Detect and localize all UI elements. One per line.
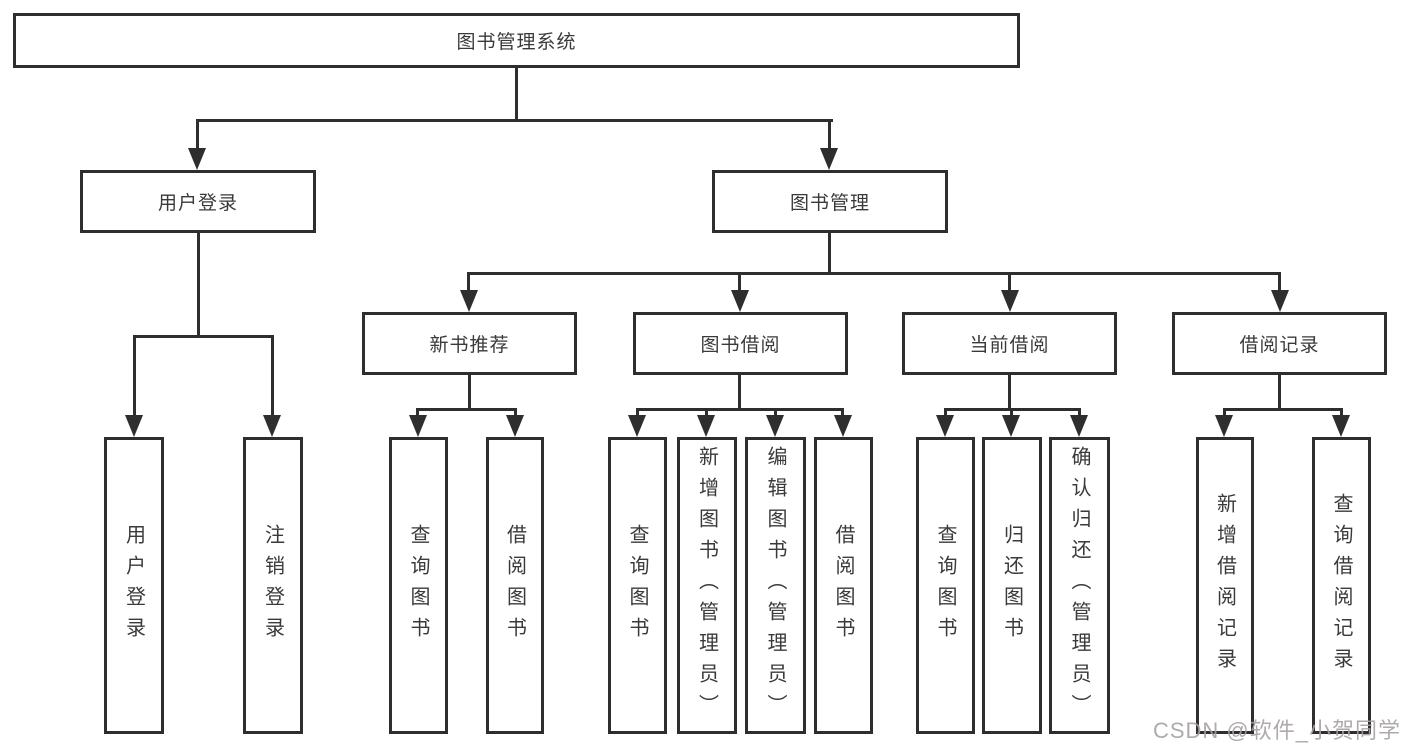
leaf-borrow-book: 借阅图书: [814, 437, 873, 734]
arrow-down-icon: [188, 148, 206, 170]
arrow-down-icon: [731, 290, 749, 312]
connector-line: [416, 408, 517, 411]
connector-line: [1008, 375, 1011, 411]
node-user-login: 用户登录: [80, 170, 316, 233]
connector-line: [828, 119, 831, 150]
connector-line: [828, 233, 831, 275]
arrow-down-icon: [936, 415, 954, 437]
connector-line: [467, 272, 1281, 275]
connector-line: [416, 408, 419, 418]
leaf-add-book-admin: 新增图书（管理员）: [677, 437, 737, 734]
leaf-add-borrow-record: 新增借阅记录: [1196, 437, 1254, 734]
leaf-user-login-label: 用户登录: [122, 523, 145, 648]
leaf-add-book-admin-label: 新增图书（管理员）: [695, 446, 718, 725]
connector-line: [1278, 272, 1281, 292]
connector-line: [1223, 408, 1226, 418]
connector-line: [738, 375, 741, 411]
leaf-borrow-book-label: 借阅图书: [832, 523, 854, 648]
leaf-add-borrow-record-label: 新增借阅记录: [1213, 492, 1236, 679]
leaf-logout-label: 注销登录: [261, 523, 284, 648]
connector-line: [196, 119, 199, 150]
connector-line: [1010, 408, 1013, 418]
connector-line: [774, 408, 777, 418]
connector-line: [944, 408, 947, 418]
leaf-edit-book-admin: 编辑图书（管理员）: [745, 437, 806, 734]
leaf-current-query-book: 查询图书: [916, 437, 975, 734]
connector-line: [133, 335, 274, 338]
arrow-down-icon: [820, 148, 838, 170]
arrow-down-icon: [628, 415, 646, 437]
connector-line: [514, 408, 517, 418]
leaf-recommend-borrow-book: 借阅图书: [486, 437, 544, 734]
leaf-recommend-query-book-label: 查询图书: [407, 523, 429, 648]
leaf-recommend-borrow-book-label: 借阅图书: [503, 523, 526, 648]
csdn-watermark: CSDN @软件_小贺同学: [1152, 718, 1401, 743]
node-new-book-recommend: 新书推荐: [362, 312, 577, 375]
arrow-down-icon: [125, 415, 143, 437]
leaf-logout: 注销登录: [243, 437, 303, 734]
arrow-down-icon: [506, 415, 524, 437]
node-book-management: 图书管理: [712, 170, 948, 233]
arrow-down-icon: [409, 415, 427, 437]
connector-line: [636, 408, 639, 418]
connector-line: [841, 408, 844, 418]
connector-line: [468, 375, 471, 411]
arrow-down-icon: [766, 415, 784, 437]
node-book-borrow: 图书借阅: [633, 312, 848, 375]
leaf-current-query-book-label: 查询图书: [934, 523, 956, 648]
connector-line: [1340, 408, 1343, 418]
connector-line: [1223, 408, 1343, 411]
leaf-confirm-return-admin-label: 确认归还（管理员）: [1068, 446, 1090, 725]
arrow-down-icon: [834, 415, 852, 437]
leaf-edit-book-admin-label: 编辑图书（管理员）: [764, 446, 786, 725]
connector-line: [1008, 272, 1011, 292]
node-current-borrow: 当前借阅: [902, 312, 1117, 375]
arrow-down-icon: [697, 415, 715, 437]
leaf-borrow-query-book-label: 查询图书: [626, 523, 648, 648]
leaf-recommend-query-book: 查询图书: [389, 437, 448, 734]
leaf-borrow-query-book: 查询图书: [608, 437, 667, 734]
connector-line: [705, 408, 708, 418]
arrow-down-icon: [1332, 415, 1350, 437]
arrow-down-icon: [1001, 290, 1019, 312]
connector-line: [636, 408, 844, 411]
connector-line: [467, 272, 470, 292]
connector-line: [271, 335, 274, 417]
connector-line: [197, 233, 200, 337]
arrow-down-icon: [263, 415, 281, 437]
connector-line: [738, 272, 741, 292]
arrow-down-icon: [1215, 415, 1233, 437]
leaf-user-login: 用户登录: [104, 437, 164, 734]
leaf-query-borrow-record-label: 查询借阅记录: [1330, 492, 1352, 679]
leaf-return-book-label: 归还图书: [1000, 523, 1023, 648]
leaf-confirm-return-admin: 确认归还（管理员）: [1049, 437, 1110, 734]
connector-line: [133, 335, 136, 417]
node-borrow-record: 借阅记录: [1172, 312, 1387, 375]
arrow-down-icon: [1070, 415, 1088, 437]
leaf-query-borrow-record: 查询借阅记录: [1312, 437, 1371, 734]
leaf-return-book: 归还图书: [982, 437, 1042, 734]
connector-line: [1278, 375, 1281, 411]
connector-line: [1078, 408, 1081, 418]
node-root: 图书管理系统: [13, 13, 1020, 68]
arrow-down-icon: [460, 290, 478, 312]
arrow-down-icon: [1271, 290, 1289, 312]
arrow-down-icon: [1002, 415, 1020, 437]
connector-line: [196, 119, 833, 122]
connector-line: [515, 67, 518, 119]
